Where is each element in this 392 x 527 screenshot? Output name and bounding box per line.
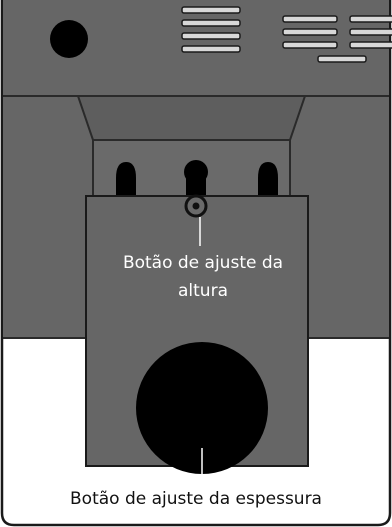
knob-mount-bracket [76,95,307,141]
thickness-knob-label: Botão de ajuste da espessura [70,489,322,509]
height-knob [184,194,208,218]
height-knob-label-line1: Botão de ajuste da [122,253,284,273]
indicator-dot [50,20,88,58]
height-knob-label-line2: altura [178,281,228,301]
thickness-knob [136,342,268,474]
vent-grille-right [282,15,392,63]
recess-slots [116,160,278,196]
vent-grille-center [181,6,241,53]
